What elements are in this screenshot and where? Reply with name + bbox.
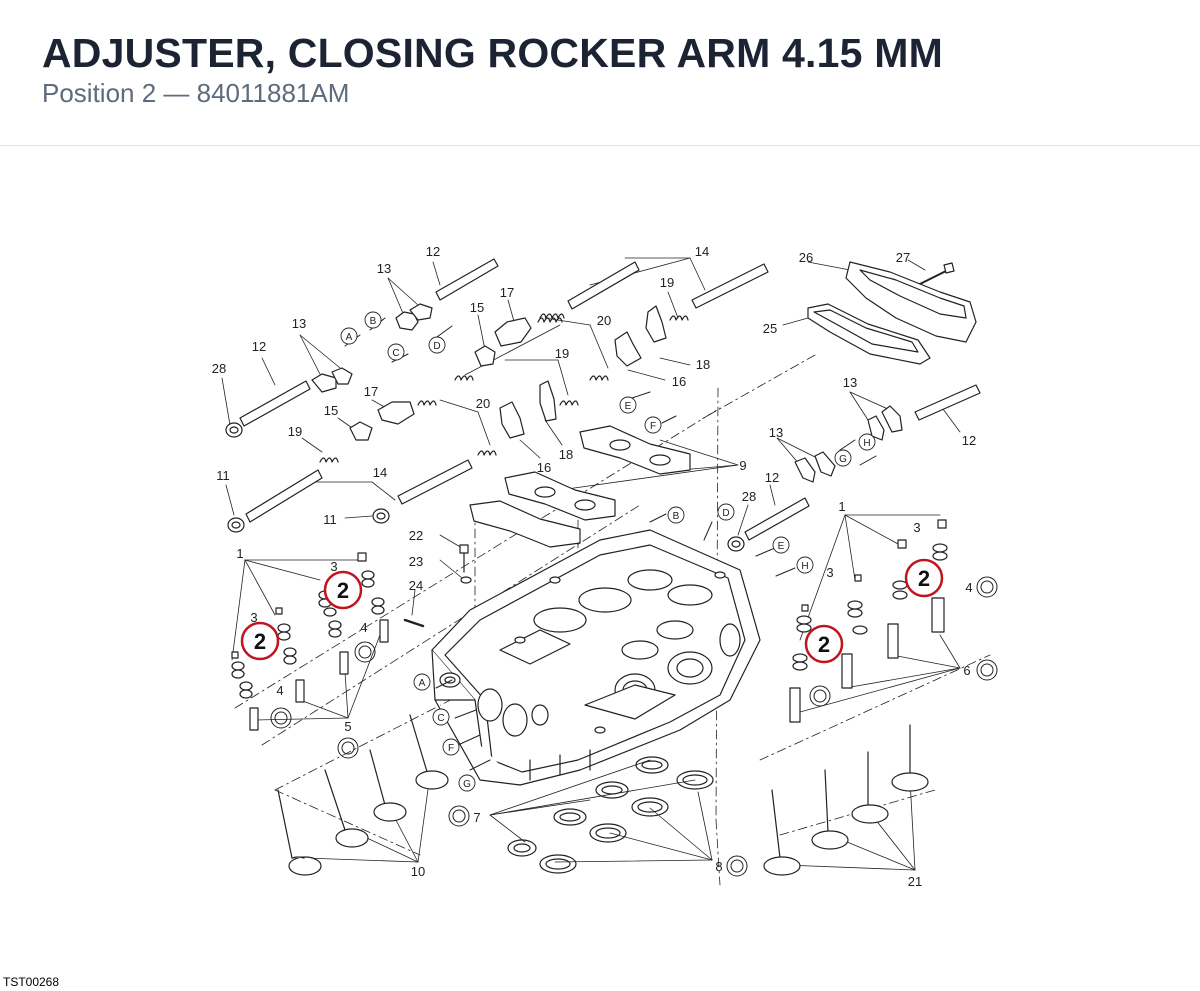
letter-D-2: D bbox=[722, 508, 729, 519]
svg-text:2: 2 bbox=[254, 629, 266, 654]
part-label-14-left: 13 bbox=[292, 316, 306, 331]
part-label-19: 18 bbox=[696, 357, 710, 372]
left-valve-parts bbox=[231, 552, 389, 731]
part-label-21-mid: 20 bbox=[476, 396, 490, 411]
part-label-27: 27 bbox=[896, 250, 910, 265]
part-label-24: 24 bbox=[409, 578, 423, 593]
letter-C-1: C bbox=[392, 348, 399, 359]
section-letter-callouts bbox=[340, 311, 876, 792]
letter-G-1: G bbox=[839, 454, 847, 465]
part-label-13: 12 bbox=[426, 244, 440, 259]
letter-E-2: E bbox=[778, 541, 785, 552]
drawing-code: TST00268 bbox=[3, 975, 60, 989]
position-2-callouts: 2 2 2 2 bbox=[240, 558, 944, 664]
position-2-callout: 2 bbox=[240, 621, 280, 661]
part-label-17: 17 bbox=[500, 285, 514, 300]
part-label-1-left: 1 bbox=[236, 546, 243, 561]
rocker-arms bbox=[311, 303, 903, 483]
valves bbox=[277, 714, 929, 876]
right-valve-parts bbox=[789, 519, 948, 723]
part-label-28: 28 bbox=[212, 361, 226, 376]
part-label-13-left: 12 bbox=[252, 339, 266, 354]
part-label-14-right: 13 bbox=[843, 375, 857, 390]
part-label-11: 21 bbox=[908, 874, 922, 889]
letter-G-2: G bbox=[463, 779, 471, 790]
position-2-callout: 2 bbox=[804, 624, 844, 664]
part-label-26: 26 bbox=[799, 250, 813, 265]
part-label-17-left: 17 bbox=[364, 384, 378, 399]
rocker-shafts bbox=[239, 258, 981, 541]
part-label-28-right: 28 bbox=[742, 489, 756, 504]
shaft-caps bbox=[225, 262, 955, 628]
position-2-callout: 2 bbox=[323, 570, 363, 610]
letter-A-1: A bbox=[346, 332, 353, 343]
part-label-8: 8 bbox=[715, 859, 722, 874]
svg-text:2: 2 bbox=[918, 566, 930, 591]
part-label-7: 7 bbox=[473, 810, 480, 825]
part-label-23: 23 bbox=[409, 554, 423, 569]
valve-seat-rings bbox=[507, 756, 714, 874]
section-letter-text: A B C D E F H G B D E H A C F G bbox=[346, 316, 871, 790]
part-label-22: 22 bbox=[409, 528, 423, 543]
cylinder-head bbox=[431, 529, 761, 786]
part-label-13-right: 12 bbox=[962, 433, 976, 448]
part-label-14: 13 bbox=[377, 261, 391, 276]
part-label-4-right: 4 bbox=[965, 580, 972, 595]
springs bbox=[319, 313, 689, 463]
part-label-20-left: 19 bbox=[288, 424, 302, 439]
letter-F-2: F bbox=[448, 743, 454, 754]
part-label-18: 16 bbox=[672, 374, 686, 389]
part-label-6: 6 bbox=[963, 663, 970, 678]
part-label-20-mid: 19 bbox=[555, 346, 569, 361]
part-label-3-right: 3 bbox=[913, 520, 920, 535]
page-subtitle: Position 2 — 84011881AM bbox=[42, 78, 350, 108]
part-label-5: 5 bbox=[344, 719, 351, 734]
part-label-16: 15 bbox=[470, 300, 484, 315]
part-label-12-mid: 11 bbox=[323, 512, 337, 527]
svg-text:2: 2 bbox=[337, 578, 349, 603]
part-label-3-left2: 3 bbox=[250, 610, 257, 625]
kit-symbols bbox=[270, 576, 998, 877]
part-label-3-left: 3 bbox=[330, 559, 337, 574]
part-label-1-right: 1 bbox=[838, 499, 845, 514]
rocker-carriers bbox=[469, 425, 691, 548]
part-label-12: 11 bbox=[216, 468, 230, 483]
letter-E-1: E bbox=[625, 401, 632, 412]
letter-B-1: B bbox=[370, 316, 377, 327]
letter-A-2: A bbox=[419, 678, 426, 689]
part-label-16-left: 15 bbox=[324, 403, 338, 418]
part-label-20: 19 bbox=[660, 275, 674, 290]
letter-C-2: C bbox=[437, 713, 444, 724]
part-label-9: 9 bbox=[739, 458, 746, 473]
letter-B-2: B bbox=[673, 511, 680, 522]
part-label-3-right2: 3 bbox=[826, 565, 833, 580]
part-label-19-mid: 18 bbox=[559, 447, 573, 462]
letter-H-1: H bbox=[863, 438, 870, 449]
part-label-13-right2: 12 bbox=[765, 470, 779, 485]
part-label-14-right2: 13 bbox=[769, 425, 783, 440]
part-label-10: 10 bbox=[411, 864, 425, 879]
letter-H-2: H bbox=[801, 561, 808, 572]
svg-text:2: 2 bbox=[818, 632, 830, 657]
part-label-4-left: 4 bbox=[360, 620, 367, 635]
part-label-4-left2: 4 bbox=[276, 683, 283, 698]
position-2-callout: 2 bbox=[904, 558, 944, 598]
exploded-parts-diagram: A B C D E F H G B D E H A C F G 12 13 14… bbox=[212, 244, 998, 889]
part-number-labels: 12 13 14 26 27 17 19 15 20 13 25 12 19 1… bbox=[212, 244, 976, 889]
part-label-15: 14 bbox=[695, 244, 709, 259]
part-label-15-mid: 14 bbox=[373, 465, 387, 480]
letter-D-1: D bbox=[433, 341, 440, 352]
letter-F-1: F bbox=[650, 421, 656, 432]
valve-cover bbox=[807, 261, 977, 365]
part-label-18-mid: 16 bbox=[537, 460, 551, 475]
part-label-21: 20 bbox=[597, 313, 611, 328]
part-label-25: 25 bbox=[763, 321, 777, 336]
page-title: ADJUSTER, CLOSING ROCKER ARM 4.15 MM bbox=[42, 30, 943, 76]
page-header: ADJUSTER, CLOSING ROCKER ARM 4.15 MM Pos… bbox=[0, 0, 1200, 146]
